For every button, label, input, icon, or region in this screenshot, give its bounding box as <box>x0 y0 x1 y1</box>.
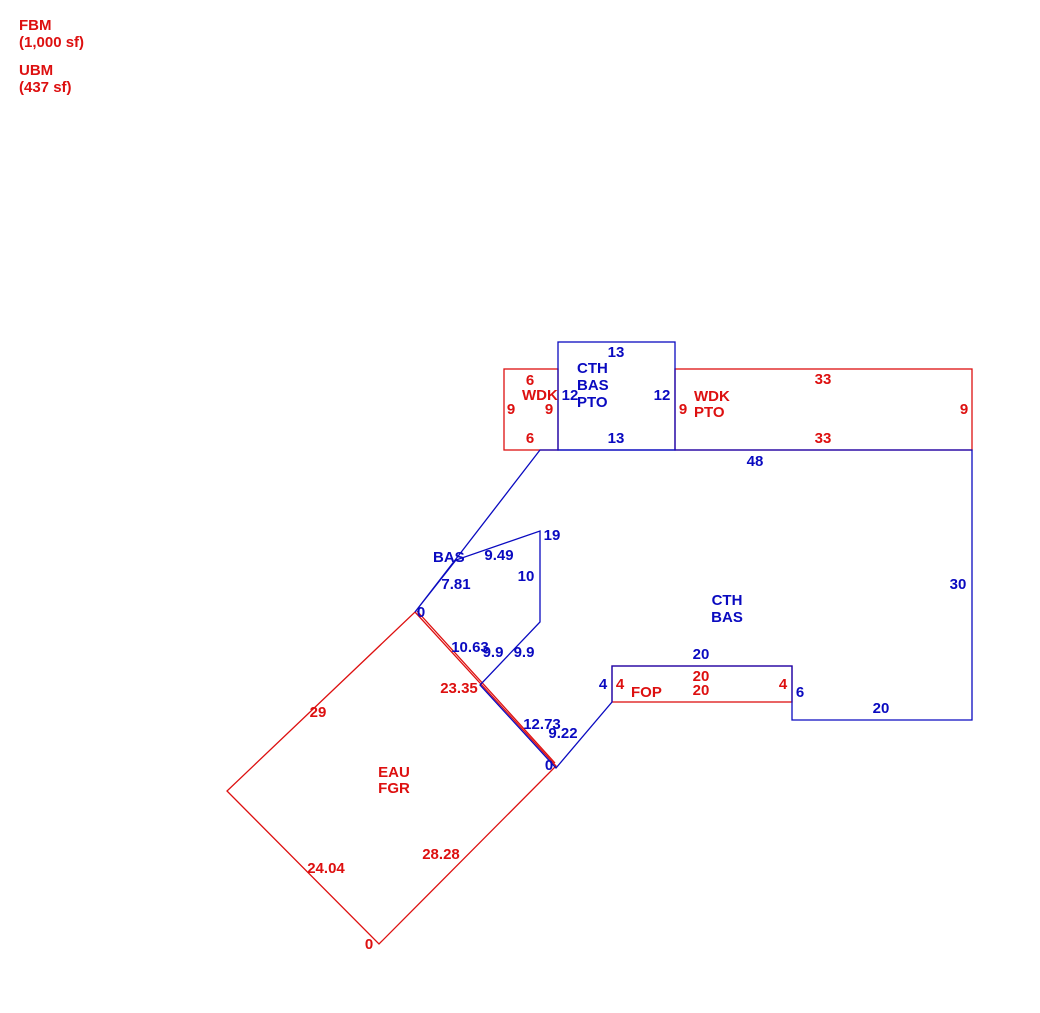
dim-diag-a: 10.63 <box>451 639 489 656</box>
dim-top-center-right: 12 <box>654 387 671 404</box>
dim-right-deck-right: 9 <box>960 401 968 418</box>
garage-label-1: EAU <box>378 764 410 781</box>
dim-diag-b: 9.9 <box>483 644 504 661</box>
main-area-label-1: CTH <box>712 592 743 609</box>
dim-porch-inner-bottom: 20 <box>693 682 710 699</box>
dim-porch-left-red: 4 <box>616 676 625 693</box>
dim-left-deck-bottom: 6 <box>526 430 534 447</box>
left-deck-label: WDK <box>522 387 558 404</box>
legend-fbm: FBM (1,000 sf) <box>19 17 84 51</box>
dim-porch-top: 20 <box>693 646 710 663</box>
legend-ubm-code: UBM <box>19 62 54 79</box>
dim-top-center-left: 12 <box>562 387 579 404</box>
dim-main-right: 30 <box>950 576 967 593</box>
dim-garage-bottom-zero: 0 <box>365 936 373 953</box>
legend-ubm-area: (437 sf) <box>19 79 72 96</box>
top-center-label-3: PTO <box>577 394 608 411</box>
garage-outline <box>226 611 557 945</box>
dim-main-top: 48 <box>747 453 764 470</box>
garage-label-2: FGR <box>378 780 410 797</box>
dim-bay-top: 9.49 <box>484 547 513 564</box>
dimension-labels: 13 13 12 12 6 6 9 9 33 33 9 9 48 30 20 6… <box>307 344 968 953</box>
dim-lower-zero: 0 <box>545 757 553 774</box>
dim-bay-left: 7.81 <box>441 576 470 593</box>
right-deck-label-2: PTO <box>694 404 725 421</box>
dim-diag-d: 12.73 <box>523 716 561 733</box>
legend-fbm-area: (1,000 sf) <box>19 34 85 51</box>
dim-porch-left-blue: 4 <box>599 676 608 693</box>
top-center-label-2: BAS <box>577 377 609 394</box>
dim-garage-lower-right: 28.28 <box>422 846 460 863</box>
dim-porch-inner-top: 20 <box>693 668 710 685</box>
dim-left-upper-vertical: 19 <box>544 527 561 544</box>
dim-right-deck-bottom: 33 <box>815 430 832 447</box>
dim-left-deck-top: 6 <box>526 372 534 389</box>
legend-ubm: UBM (437 sf) <box>19 62 72 96</box>
dim-left-deck-left: 9 <box>507 401 515 418</box>
area-labels: CTH BAS CTH BAS PTO WDK PTO WDK BAS FOP … <box>378 360 743 797</box>
dim-left-deck-right: 9 <box>545 401 553 418</box>
legend-fbm-code: FBM <box>19 17 52 34</box>
main-outline <box>414 449 973 769</box>
dim-diag-c: 9.9 <box>514 644 535 661</box>
bay-label: BAS <box>433 549 465 566</box>
top-center-label-1: CTH <box>577 360 608 377</box>
dim-main-bottom: 20 <box>873 700 890 717</box>
dim-bay-zero: 0 <box>417 604 425 621</box>
right-deck-label-1: WDK <box>694 388 730 405</box>
dim-garage-inner: 23.35 <box>440 680 478 697</box>
porch-label: FOP <box>631 684 662 701</box>
dim-top-center-bottom: 13 <box>608 430 625 447</box>
garage-inner-line <box>416 610 556 764</box>
dim-diag-e: 9.22 <box>548 725 577 742</box>
dim-notch-right: 6 <box>796 684 804 701</box>
dim-right-deck-left: 9 <box>679 401 687 418</box>
dim-right-deck-top: 33 <box>815 371 832 388</box>
dim-garage-upper-left: 29 <box>310 704 327 721</box>
dim-garage-lower-left: 24.04 <box>307 860 345 877</box>
main-area-label-2: BAS <box>711 609 743 626</box>
dim-top-center-top: 13 <box>608 344 625 361</box>
dim-porch-right-red: 4 <box>779 676 788 693</box>
dim-left-mid-vertical: 10 <box>518 568 535 585</box>
